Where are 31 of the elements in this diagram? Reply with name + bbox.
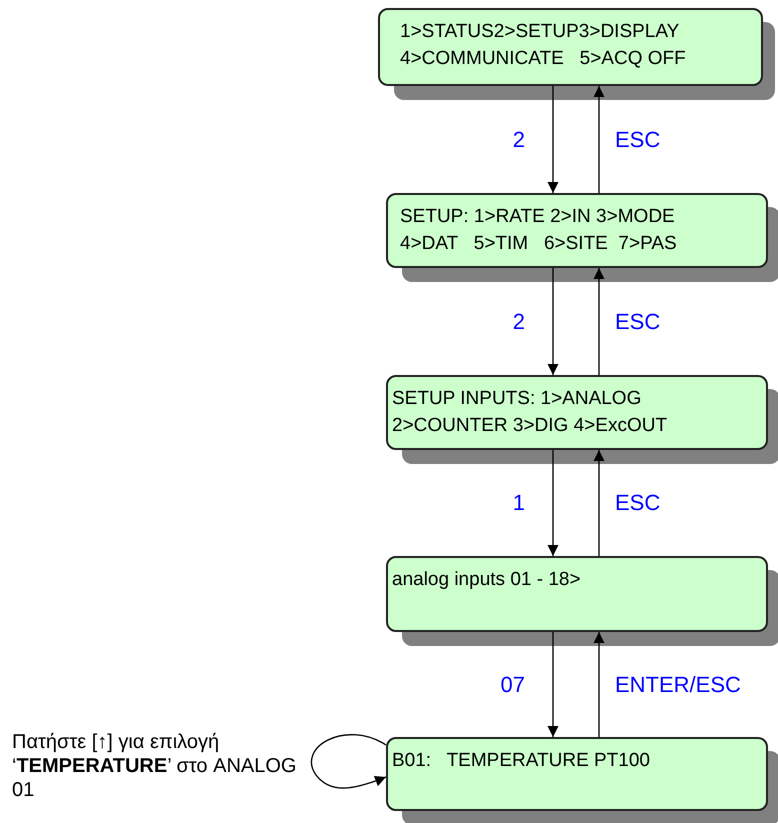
edge-label: ESC: [615, 492, 660, 514]
menu-text: B01: TEMPERATURE PT100: [392, 749, 651, 773]
menu-text: 1>STATUS2>SETUP3>DISPLAY: [400, 20, 680, 44]
edge-label: 1: [512, 492, 525, 514]
instruction-note: Πατήστε [↑] για επιλογή ‘TEMPERATURE’ στο ANALOG 01: [12, 730, 298, 802]
menu-box: [386, 737, 768, 811]
menu-text: SETUP: 1>RATE 2>IN 3>MODE: [400, 205, 676, 229]
arrow: [594, 450, 604, 556]
arrow: [548, 86, 558, 193]
menu-text: 4>COMMUNICATE 5>ACQ OFF: [400, 47, 687, 71]
edge-label: 07: [500, 674, 525, 696]
arrow: [594, 268, 604, 375]
arrow: [310, 734, 386, 789]
menu-box: [378, 8, 763, 86]
arrow: [594, 86, 604, 193]
edge-label: 2: [512, 128, 525, 150]
menu-box: [386, 193, 768, 268]
edge-label: 2: [512, 310, 525, 332]
edge-label: ESC: [615, 310, 660, 332]
arrow: [548, 632, 558, 737]
menu-text: analog inputs 01 - 18>: [392, 568, 582, 592]
menu-text: 4>DAT 5>TIM 6>SITE 7>PAS: [400, 232, 678, 256]
edge-label: ESC: [615, 128, 660, 150]
menu-text: SETUP INPUTS: 1>ANALOG: [392, 387, 642, 411]
menu-box: [386, 375, 768, 450]
arrow: [548, 450, 558, 556]
menu-box: [386, 556, 768, 632]
edge-label: ENTER/ESC: [615, 674, 741, 696]
arrow: [594, 632, 604, 737]
menu-text: 2>COUNTER 3>DIG 4>ExcOUT: [392, 414, 668, 438]
arrow: [548, 268, 558, 375]
